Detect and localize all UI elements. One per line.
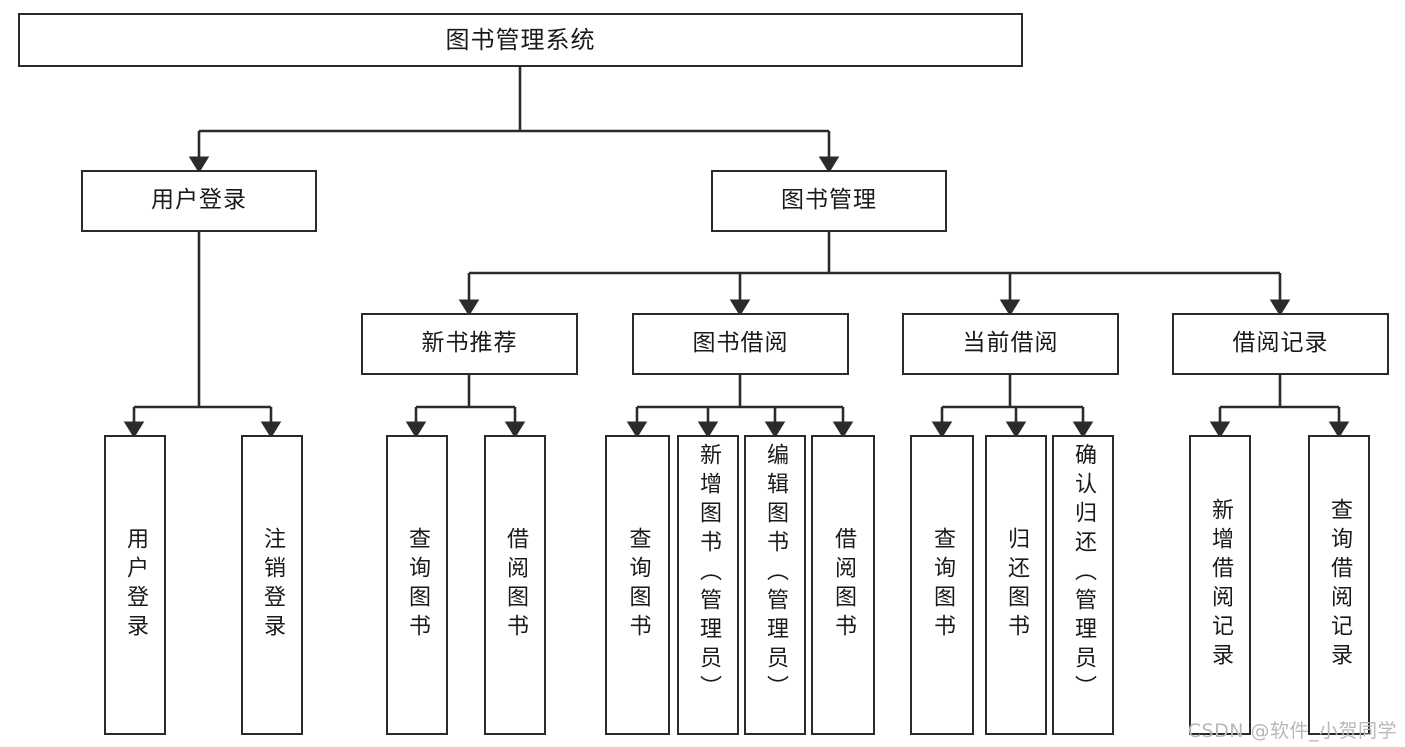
- node-leaf-add-borrow-record[interactable]: 新增借阅记录: [1189, 435, 1251, 735]
- leaf-label: 查询借阅记录: [1327, 498, 1352, 672]
- node-leaf-query-book-2[interactable]: 查询图书: [605, 435, 670, 735]
- leaf-label: 新增图书（管理员）: [696, 443, 721, 704]
- node-book-manage[interactable]: 图书管理: [711, 170, 947, 232]
- node-leaf-borrow-book-1[interactable]: 借阅图书: [484, 435, 546, 735]
- node-leaf-return-book[interactable]: 归还图书: [985, 435, 1047, 735]
- leaf-label: 借阅图书: [503, 527, 528, 643]
- leaf-label: 用户登录: [123, 527, 148, 643]
- node-root-图书管理系统[interactable]: 图书管理系统: [18, 13, 1023, 67]
- leaf-label: 查询图书: [625, 527, 651, 643]
- node-new-book-recommend[interactable]: 新书推荐: [361, 313, 578, 375]
- node-leaf-user-logout[interactable]: 注销登录: [241, 435, 303, 735]
- leaf-label: 编辑图书（管理员）: [763, 443, 788, 704]
- leaf-label: 注销登录: [260, 527, 285, 643]
- node-leaf-query-book-1[interactable]: 查询图书: [386, 435, 448, 735]
- node-leaf-query-book-3[interactable]: 查询图书: [910, 435, 974, 735]
- leaf-label: 查询图书: [405, 527, 430, 643]
- leaf-label: 归还图书: [1004, 527, 1029, 643]
- node-leaf-borrow-book-2[interactable]: 借阅图书: [811, 435, 875, 735]
- node-leaf-confirm-return[interactable]: 确认归还（管理员）: [1052, 435, 1114, 735]
- leaf-label: 查询图书: [930, 527, 955, 643]
- leaf-label: 确认归还（管理员）: [1071, 443, 1096, 704]
- node-leaf-add-book-admin[interactable]: 新增图书（管理员）: [677, 435, 739, 735]
- leaf-label: 借阅图书: [831, 527, 856, 643]
- csdn-watermark: CSDN @软件_小贺同学: [1187, 720, 1397, 742]
- node-current-borrow[interactable]: 当前借阅: [902, 313, 1119, 375]
- node-user-login[interactable]: 用户登录: [81, 170, 317, 232]
- leaf-label: 新增借阅记录: [1208, 498, 1233, 672]
- node-borrow-record[interactable]: 借阅记录: [1172, 313, 1389, 375]
- node-leaf-user-login[interactable]: 用户登录: [104, 435, 166, 735]
- node-leaf-edit-book-admin[interactable]: 编辑图书（管理员）: [744, 435, 806, 735]
- node-book-borrow[interactable]: 图书借阅: [632, 313, 849, 375]
- node-leaf-query-borrow-record[interactable]: 查询借阅记录: [1308, 435, 1370, 735]
